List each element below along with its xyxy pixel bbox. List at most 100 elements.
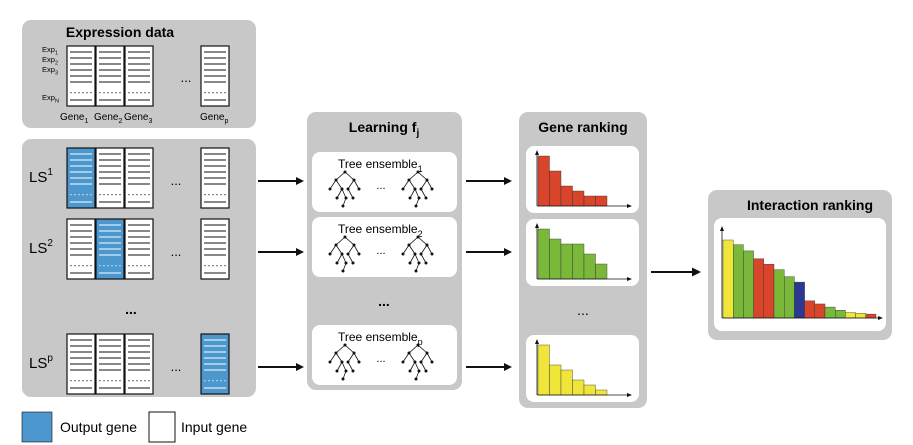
tree-edge [426, 179, 433, 190]
tree-node [335, 261, 339, 265]
expression-panel-title: Expression data [66, 24, 174, 40]
arrow-ranking-to-interaction [651, 267, 701, 277]
tree-node [351, 261, 355, 265]
arrowhead-lsp [296, 363, 304, 371]
ranking-bar [572, 379, 585, 396]
tree-node [352, 243, 356, 247]
tree-edge [336, 253, 343, 264]
tree-node [340, 252, 344, 256]
expression-column-1 [66, 45, 96, 107]
tree-edge [408, 171, 419, 181]
ranking-bar [537, 344, 550, 396]
ranking-bar [549, 238, 562, 280]
col-label-sub: p [224, 118, 228, 125]
legend: Output gene Input gene [21, 411, 247, 443]
ensemble-card [312, 152, 457, 212]
tree-edge [341, 188, 347, 199]
tree-edge [402, 244, 410, 255]
expression-row-label: Exp1 [42, 45, 58, 57]
interaction-bar [804, 300, 815, 319]
interaction-bar [814, 303, 826, 319]
ranking-y-arrow [535, 223, 539, 228]
tree-node [430, 187, 434, 191]
ranking-ellipsis: ... [577, 302, 589, 318]
ls-label: LSp [29, 353, 53, 372]
legend-output-label: Output gene [60, 419, 137, 435]
tree-node [328, 360, 332, 364]
tree-edge [347, 188, 354, 199]
tree-edge [347, 244, 355, 255]
tree-edge [420, 352, 428, 363]
ranking-bar [583, 253, 596, 280]
tree-edge [417, 344, 428, 354]
ranking-x-arrow [627, 277, 632, 281]
ranking-bar [595, 389, 608, 396]
tree-node [413, 252, 417, 256]
tree-node [425, 178, 429, 182]
ensemble-label-sub: 2 [418, 229, 423, 239]
tree-edge [336, 188, 343, 199]
legend-input-swatch [148, 411, 176, 443]
ls-label-base: LS [29, 240, 47, 257]
tree-edge [341, 253, 347, 264]
ls-input-column [95, 333, 125, 395]
tree-edge [408, 244, 416, 255]
ls-input-column [124, 218, 154, 280]
tree-node [351, 196, 355, 200]
tree-edge [344, 344, 355, 354]
tree-edge [420, 361, 427, 372]
tree-edge [417, 236, 428, 246]
decision-tree [401, 343, 434, 381]
expression-column-ellipsis: ... [181, 70, 192, 85]
row-label-sub: 3 [55, 71, 58, 77]
ls-label: LS1 [29, 167, 53, 186]
tree-node [414, 377, 418, 381]
col-label-base: Gene [200, 112, 225, 123]
tree-ellipsis: ... [376, 180, 385, 192]
ranking-charts [526, 146, 639, 402]
tree-edge [417, 171, 428, 181]
tree-node [344, 369, 348, 373]
tree-node [414, 269, 418, 273]
tree-node [430, 252, 434, 256]
tree-node [335, 196, 339, 200]
ensemble-label-base: Tree ensemble [338, 330, 418, 344]
tree-node [417, 369, 421, 373]
ranking-y-arrow [535, 339, 539, 344]
tree-ellipsis: ... [376, 353, 385, 365]
row-label-base: Exp [42, 55, 55, 64]
ls-label-sup: p [47, 353, 53, 364]
ensemble-card [312, 325, 457, 385]
interaction-bar [794, 281, 805, 319]
tree-edge [335, 244, 343, 255]
tree-node [352, 351, 356, 355]
tree-node [413, 187, 417, 191]
tree-node [341, 269, 345, 273]
arrowhead-aggregate [692, 267, 701, 277]
ls-input-column [200, 218, 230, 280]
tree-edge [402, 352, 410, 363]
ranking-y-arrow [535, 150, 539, 155]
tree-node [416, 170, 420, 174]
tree-edge [329, 244, 337, 255]
legend-output-swatch [21, 411, 53, 443]
gene-ranking-chart-1 [526, 146, 639, 213]
tree-node [424, 261, 428, 265]
tree-edge [409, 361, 416, 372]
arrowhead-ensp [504, 363, 512, 371]
ls-input-column [95, 147, 125, 209]
arrowhead-ls1 [296, 177, 304, 185]
tree-edge [344, 236, 355, 246]
tree-edge [329, 352, 337, 363]
interaction-bar [855, 313, 866, 319]
ranking-bar [549, 170, 562, 207]
tree-node [351, 369, 355, 373]
tree-node [346, 187, 350, 191]
expression-column-2 [95, 45, 125, 107]
row-label-base: Exp [42, 93, 55, 102]
tree-node [357, 360, 361, 364]
ensemble-label: Tree ensemble2 [338, 222, 423, 239]
tree-ensemble-3: Tree ensemblep... [312, 325, 457, 385]
legend-input-label: Input gene [181, 419, 247, 435]
